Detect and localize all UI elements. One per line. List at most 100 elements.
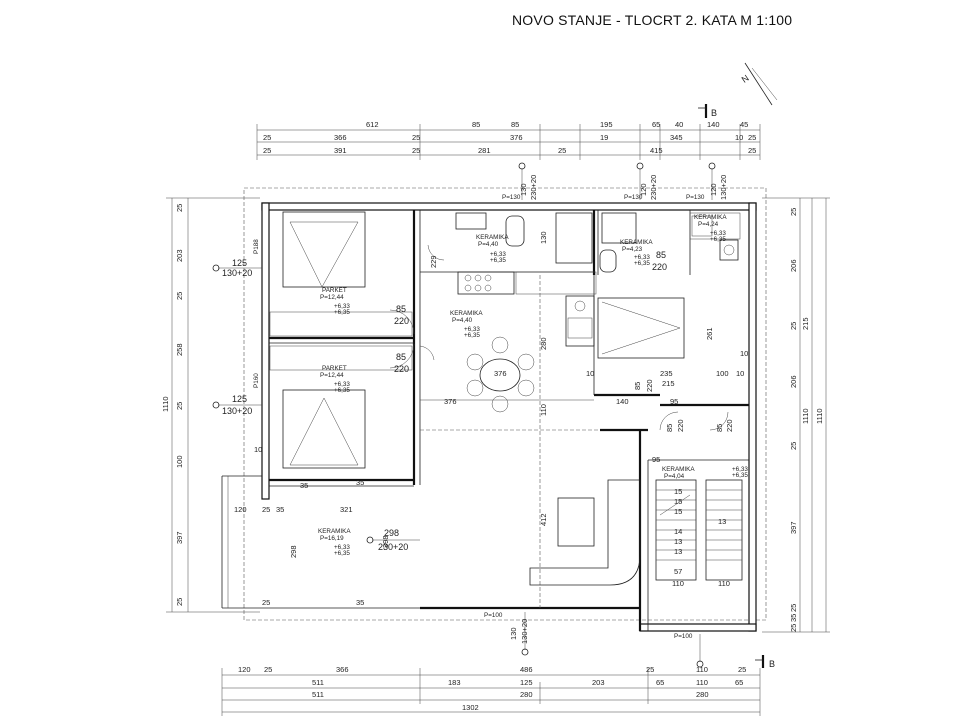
- svg-text:P=100: P=100: [484, 612, 503, 619]
- svg-text:13: 13: [718, 517, 726, 526]
- room-label-laundry: KERAMIKA P=4,24 +6,33 +6,35: [694, 214, 727, 243]
- svg-text:391: 391: [334, 146, 347, 155]
- svg-text:+6,35: +6,35: [634, 260, 650, 267]
- svg-text:1110: 1110: [161, 396, 170, 412]
- svg-text:220: 220: [725, 419, 734, 432]
- svg-text:25: 25: [264, 665, 272, 674]
- room-label-bedroom-1: PARKET P=12,44 +6,33 +6,35: [320, 287, 350, 316]
- svg-text:258: 258: [175, 343, 184, 356]
- room-label-bathroom-2: KERAMIKA P=4,23 +6,33 +6,35: [620, 239, 653, 267]
- svg-text:298: 298: [384, 528, 399, 538]
- svg-text:25: 25: [175, 598, 184, 606]
- svg-text:95: 95: [670, 397, 678, 406]
- svg-text:+6,33: +6,33: [490, 251, 506, 258]
- svg-text:KERAMIKA: KERAMIKA: [476, 234, 509, 241]
- svg-text:321: 321: [340, 505, 353, 514]
- svg-text:65: 65: [656, 678, 664, 687]
- svg-text:215: 215: [662, 379, 675, 388]
- svg-text:220: 220: [394, 364, 409, 374]
- svg-text:+6,33: +6,33: [464, 326, 480, 333]
- svg-text:120: 120: [238, 665, 251, 674]
- room-label-bedroom-2: PARKET P=12,44 +6,33 +6,35: [320, 365, 350, 394]
- svg-text:612: 612: [366, 120, 379, 129]
- right-dimension-lines: 25 206 25 206 25 397 25 35 25 215 1110 1…: [762, 197, 830, 633]
- svg-text:15: 15: [674, 487, 682, 496]
- svg-text:P=130: P=130: [624, 194, 643, 201]
- dining-table: [466, 336, 535, 413]
- svg-text:206: 206: [789, 259, 798, 272]
- svg-text:+6,35: +6,35: [334, 309, 350, 316]
- svg-text:25: 25: [412, 133, 420, 142]
- svg-text:25: 25: [789, 442, 798, 450]
- svg-text:1110: 1110: [801, 408, 810, 424]
- svg-text:203: 203: [592, 678, 605, 687]
- svg-text:25: 25: [646, 665, 654, 674]
- svg-text:57: 57: [674, 567, 682, 576]
- svg-text:215: 215: [801, 317, 810, 330]
- svg-text:+6,33: +6,33: [334, 381, 350, 388]
- svg-text:25: 25: [175, 292, 184, 300]
- svg-text:140: 140: [707, 120, 720, 129]
- svg-text:511: 511: [312, 690, 324, 699]
- svg-text:P=130: P=130: [686, 194, 705, 201]
- svg-text:85: 85: [633, 382, 642, 390]
- north-arrow-icon: N: [740, 62, 778, 106]
- svg-text:P=100: P=100: [674, 633, 693, 640]
- svg-text:15: 15: [674, 497, 682, 506]
- svg-text:100: 100: [175, 455, 184, 468]
- svg-text:261: 261: [705, 327, 714, 340]
- svg-text:130+20: 130+20: [520, 619, 529, 644]
- svg-text:130: 130: [519, 183, 528, 196]
- svg-text:35: 35: [276, 505, 284, 514]
- svg-text:85: 85: [396, 304, 406, 314]
- svg-text:+6,35: +6,35: [710, 236, 726, 243]
- svg-text:PARKET: PARKET: [322, 287, 347, 294]
- svg-text:398: 398: [381, 535, 390, 548]
- svg-text:35: 35: [789, 614, 798, 622]
- svg-text:140: 140: [616, 397, 629, 406]
- svg-text:65: 65: [735, 678, 743, 687]
- svg-text:110: 110: [539, 404, 548, 416]
- room-label-bathroom-1: KERAMIKA P=4,40 +6,33 +6,35: [476, 234, 509, 264]
- svg-text:35: 35: [300, 481, 308, 490]
- svg-text:120: 120: [709, 183, 718, 196]
- svg-text:PARKET: PARKET: [322, 365, 347, 372]
- svg-text:85: 85: [656, 250, 666, 260]
- svg-text:15: 15: [674, 507, 682, 516]
- svg-text:486: 486: [520, 665, 533, 674]
- svg-text:P160: P160: [253, 373, 260, 388]
- roof-outline: [243, 187, 767, 621]
- svg-text:10: 10: [735, 133, 743, 142]
- svg-text:376: 376: [494, 369, 507, 378]
- svg-text:+6,33: +6,33: [334, 544, 350, 551]
- svg-text:110: 110: [696, 665, 708, 674]
- exterior-walls: [221, 202, 757, 632]
- svg-text:10: 10: [736, 369, 744, 378]
- bed-master: [597, 297, 685, 359]
- svg-text:366: 366: [334, 133, 347, 142]
- svg-text:+6,35: +6,35: [732, 472, 748, 479]
- svg-text:95: 95: [652, 455, 660, 464]
- svg-text:130+20: 130+20: [222, 268, 252, 278]
- svg-text:P=4,40: P=4,40: [452, 317, 473, 324]
- svg-text:KERAMIKA: KERAMIKA: [620, 239, 653, 246]
- svg-text:85: 85: [665, 424, 674, 432]
- svg-text:+6,35: +6,35: [334, 550, 350, 557]
- room-label-stair-hall: KERAMIKA P=4,04 +6,33 +6,35: [662, 466, 748, 480]
- svg-text:220: 220: [645, 379, 654, 392]
- north-label: N: [740, 73, 751, 85]
- svg-text:125: 125: [232, 394, 247, 404]
- svg-text:P=4,24: P=4,24: [698, 221, 719, 228]
- svg-text:280: 280: [520, 690, 533, 699]
- svg-text:183: 183: [448, 678, 461, 687]
- svg-text:+6,33: +6,33: [634, 254, 650, 261]
- svg-text:130: 130: [509, 627, 518, 640]
- svg-text:P=4,23: P=4,23: [622, 246, 643, 253]
- inner-dimension-labels: 376 376 280 412 298 398 321 261 235 215 …: [234, 231, 748, 607]
- svg-text:230+20: 230+20: [378, 542, 408, 552]
- svg-text:125: 125: [520, 678, 533, 687]
- svg-text:280: 280: [539, 337, 548, 350]
- svg-text:+6,33: +6,33: [732, 466, 748, 473]
- drawing-title: NOVO STANJE - TLOCRT 2. KATA M 1:100: [512, 12, 793, 28]
- svg-text:203: 203: [175, 249, 184, 262]
